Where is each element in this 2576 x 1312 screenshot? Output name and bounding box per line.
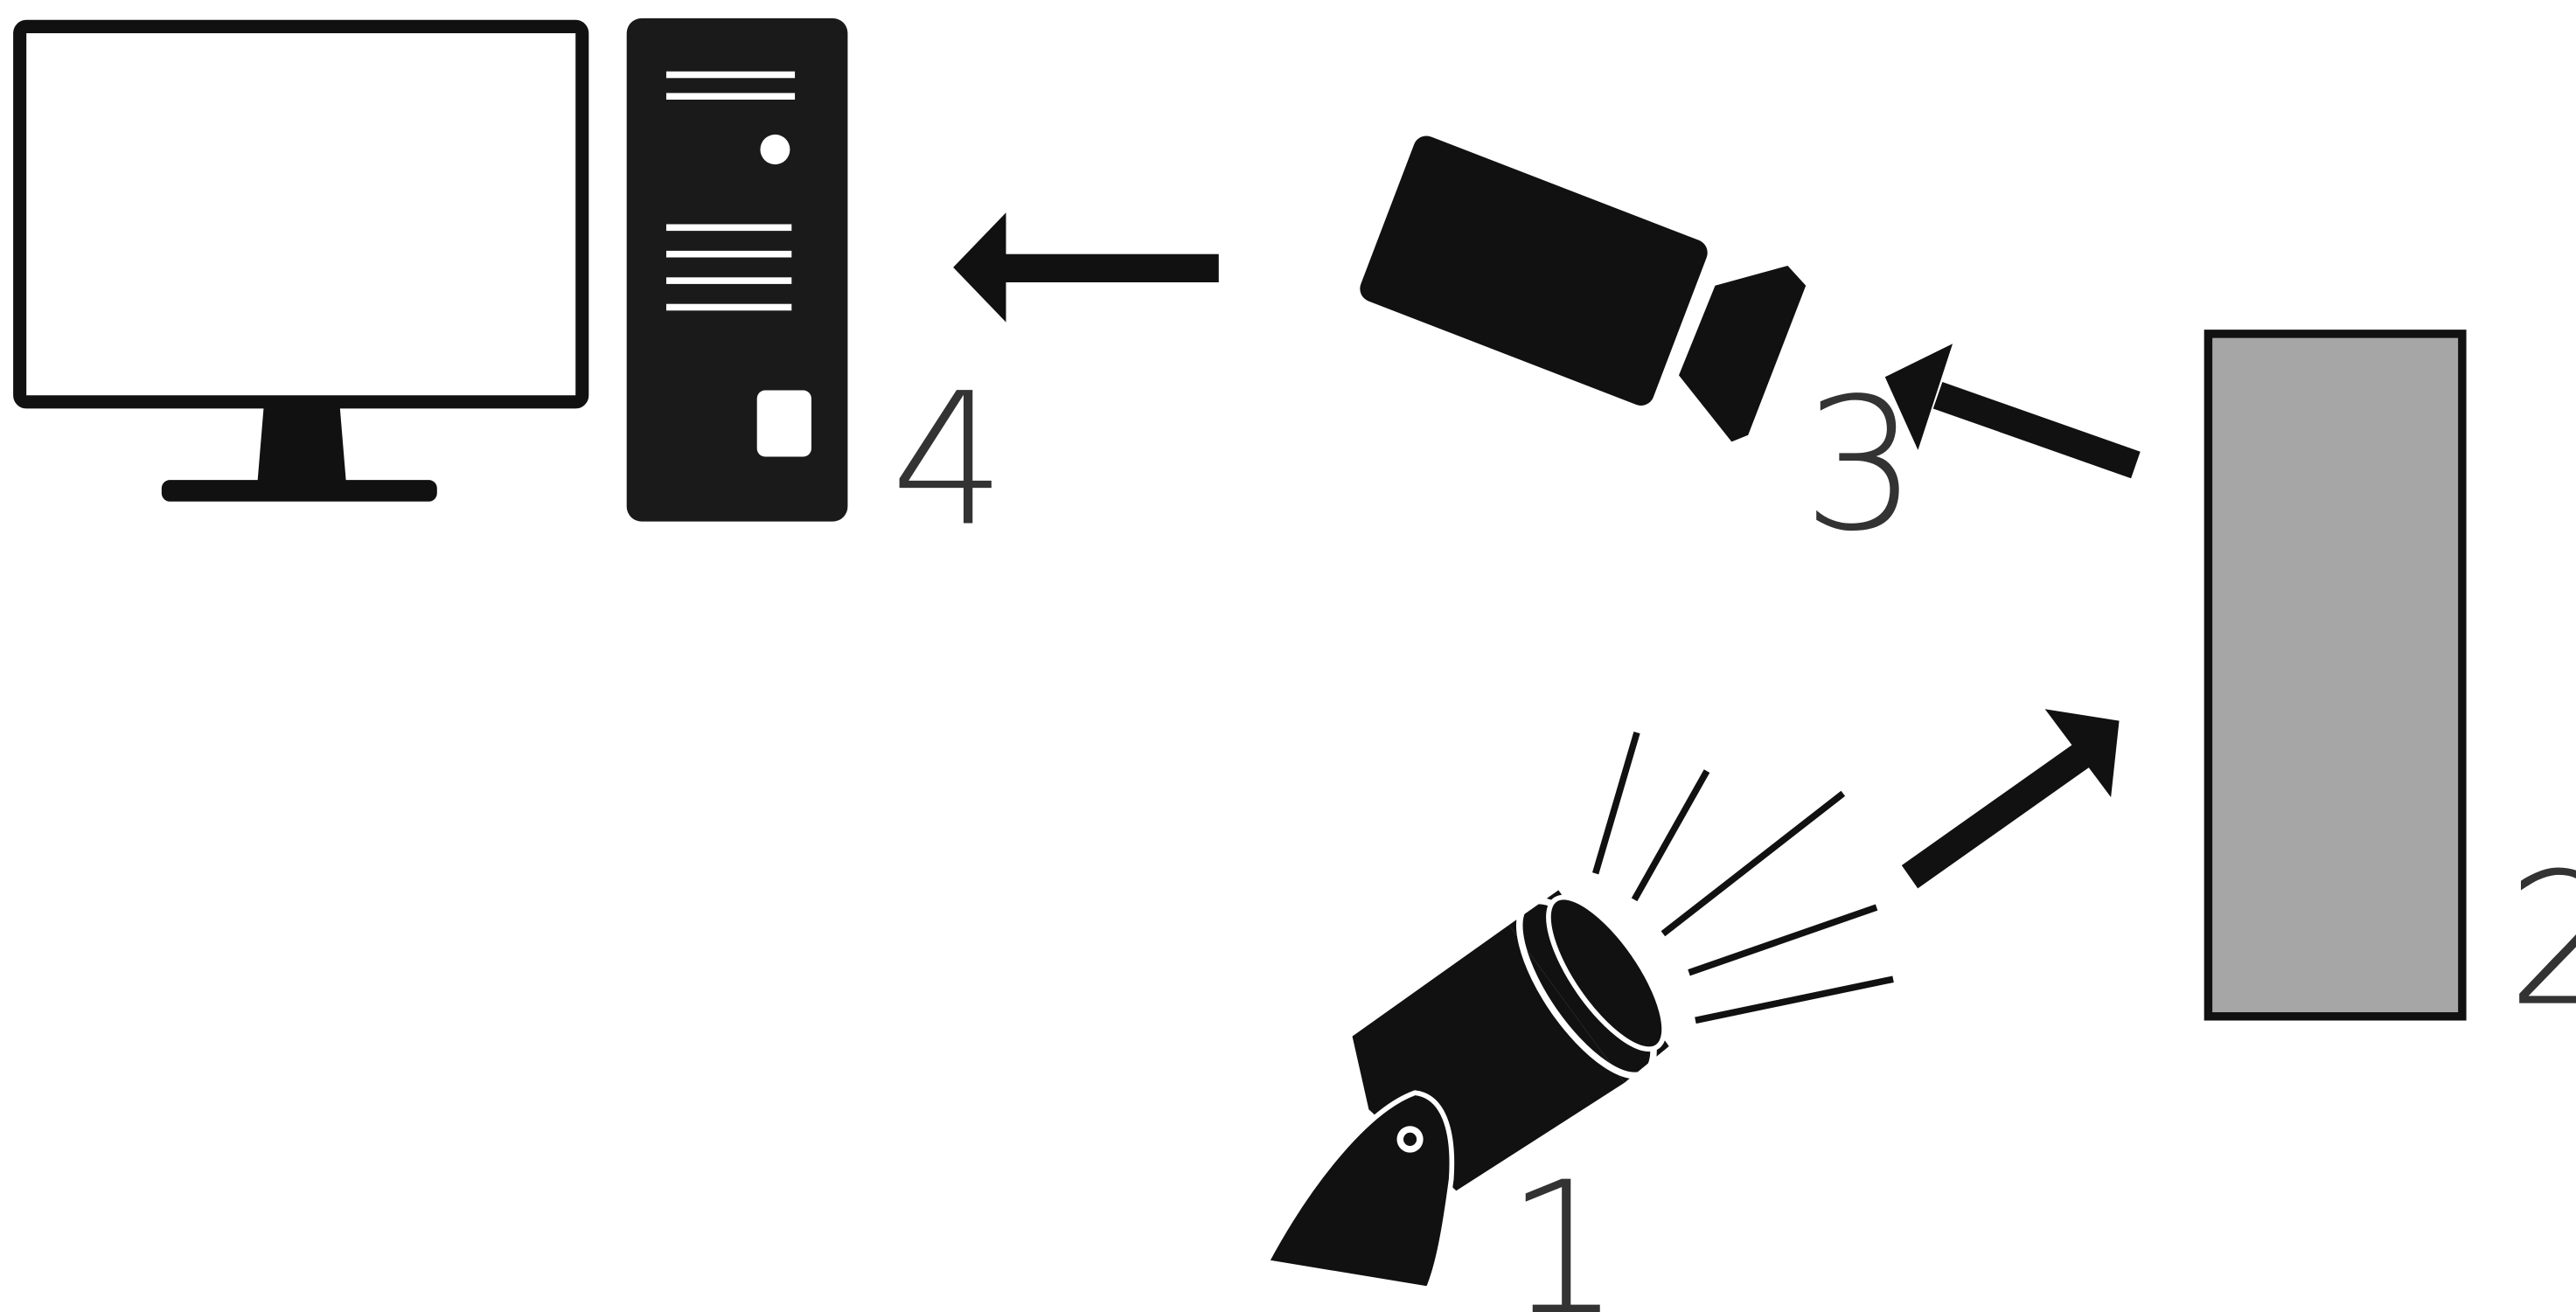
light-source-label: 1 (1506, 1143, 1621, 1312)
arrow-object-to-camera (1884, 344, 2141, 479)
computer-label: 4 (890, 355, 1006, 567)
computer-tower-icon (626, 17, 848, 522)
arrow-light-to-object (1901, 709, 2120, 889)
monitor-icon (13, 19, 589, 502)
target-object (2204, 330, 2467, 1021)
object-label: 2 (2507, 835, 2576, 1047)
light-rays (1592, 731, 1894, 1024)
arrow-camera-to-computer (953, 212, 1219, 323)
spotlight-icon (1263, 890, 1669, 1292)
camera-icon (1360, 135, 1807, 442)
